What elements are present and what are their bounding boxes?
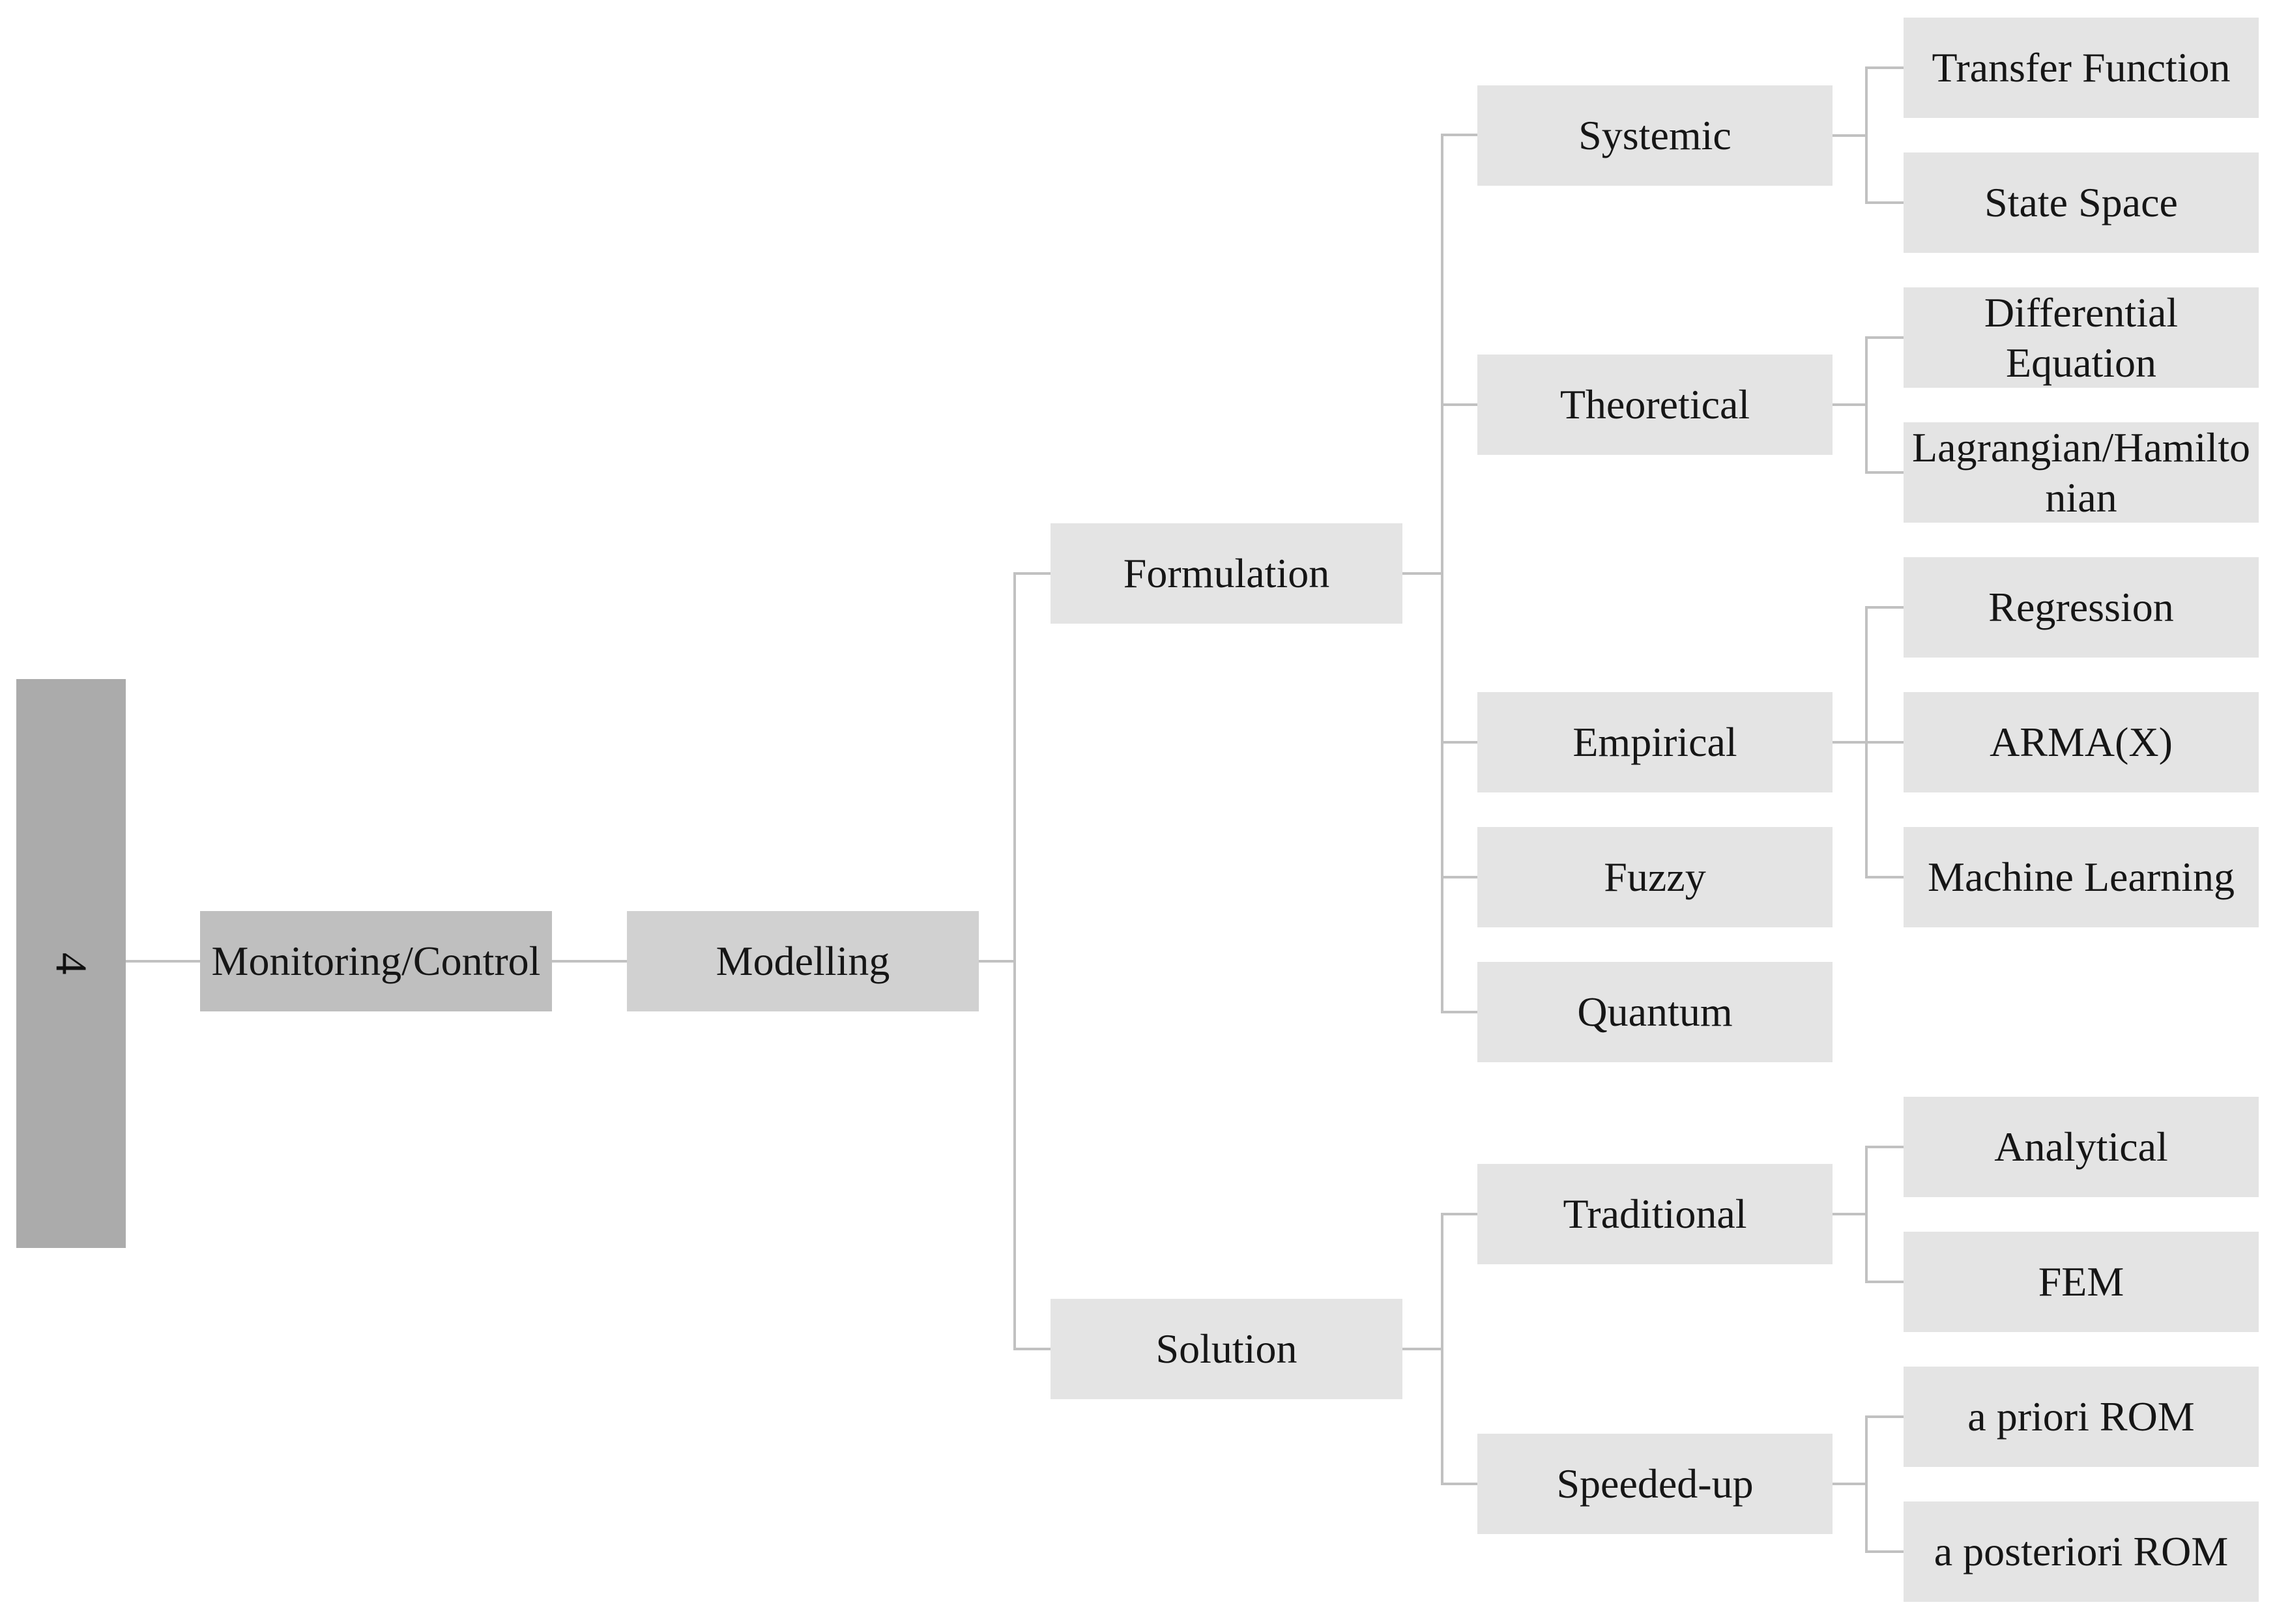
connector-bracket-traditional	[1441, 1213, 1477, 1215]
connector-bracket-regression	[1865, 606, 1904, 609]
node-state-space: State Space	[1904, 152, 2259, 253]
connector-bracket-a-priori-rom	[1865, 1415, 1904, 1418]
bracket-modelling-children	[1013, 572, 1016, 1350]
node-a-posteriori-rom: a posteriori ROM	[1904, 1501, 2259, 1602]
bracket-formulation-children	[1441, 134, 1443, 1013]
connector-speeded-up-bracket	[1833, 1483, 1868, 1485]
connector-traditional-bracket	[1833, 1213, 1868, 1215]
figure-number-bar: 4	[16, 679, 126, 1248]
connector-bracket-transfer-function	[1865, 66, 1904, 69]
connector-bracket-formulation	[1013, 572, 1051, 575]
node-transfer-function: Transfer Function	[1904, 18, 2259, 118]
connector-bracket-solution	[1013, 1348, 1051, 1350]
node-modelling: Modelling	[627, 911, 979, 1011]
connector-bracket-theoretical	[1441, 403, 1477, 406]
node-formulation: Formulation	[1051, 523, 1402, 624]
connector-bracket-quantum	[1441, 1011, 1477, 1013]
node-speeded-up: Speeded-up	[1477, 1434, 1833, 1534]
connector-bracket-machine-learning	[1865, 876, 1904, 878]
node-fuzzy: Fuzzy	[1477, 827, 1833, 927]
bracket-solution-children	[1441, 1213, 1443, 1485]
node-armax: ARMA(X)	[1904, 692, 2259, 792]
connector-theoretical-bracket	[1833, 403, 1868, 406]
node-quantum: Quantum	[1477, 962, 1833, 1062]
connector-bracket-fuzzy	[1441, 876, 1477, 878]
connector-modelling-bracket	[979, 960, 1016, 963]
node-lagrangian-hamiltonian: Lagrangian/Hamiltonian	[1904, 422, 2259, 523]
bracket-traditional-children	[1865, 1146, 1868, 1283]
bracket-empirical-children	[1865, 606, 1868, 878]
node-systemic: Systemic	[1477, 85, 1833, 186]
connector-bracket-speeded-up	[1441, 1483, 1477, 1485]
connector-formulation-bracket	[1402, 572, 1443, 575]
connector-bracket-empirical	[1441, 741, 1477, 744]
connector-bracket-differential-equation	[1865, 336, 1904, 339]
connector-bracket-state-space	[1865, 201, 1904, 204]
bracket-speeded-up-children	[1865, 1415, 1868, 1553]
connector-systemic-bracket	[1833, 134, 1868, 137]
node-empirical: Empirical	[1477, 692, 1833, 792]
node-fem: FEM	[1904, 1232, 2259, 1332]
connector-bracket-analytical	[1865, 1146, 1904, 1148]
node-machine-learning: Machine Learning	[1904, 827, 2259, 927]
figure-number-label: 4	[46, 952, 96, 975]
node-solution: Solution	[1051, 1299, 1402, 1399]
node-regression: Regression	[1904, 557, 2259, 658]
bracket-systemic-children	[1865, 66, 1868, 204]
connector-bracket-systemic	[1441, 134, 1477, 136]
node-theoretical: Theoretical	[1477, 355, 1833, 455]
node-traditional: Traditional	[1477, 1164, 1833, 1264]
connector-solution-bracket	[1402, 1348, 1443, 1350]
node-analytical: Analytical	[1904, 1097, 2259, 1197]
connector-empirical-bracket	[1833, 741, 1868, 744]
connector-bracket-a-posteriori-rom	[1865, 1550, 1904, 1553]
node-a-priori-rom: a priori ROM	[1904, 1367, 2259, 1467]
connector-bracket-armax	[1865, 741, 1904, 744]
node-differential-equation: Differential Equation	[1904, 287, 2259, 388]
bracket-theoretical-children	[1865, 336, 1868, 474]
connector-bracket-fem	[1865, 1281, 1904, 1283]
connector-bracket-lagrangian	[1865, 471, 1904, 474]
connector-bar-monitoring	[126, 960, 200, 963]
connector-monitoring-modelling	[552, 960, 627, 963]
node-monitoring-control: Monitoring/Control	[200, 911, 552, 1011]
